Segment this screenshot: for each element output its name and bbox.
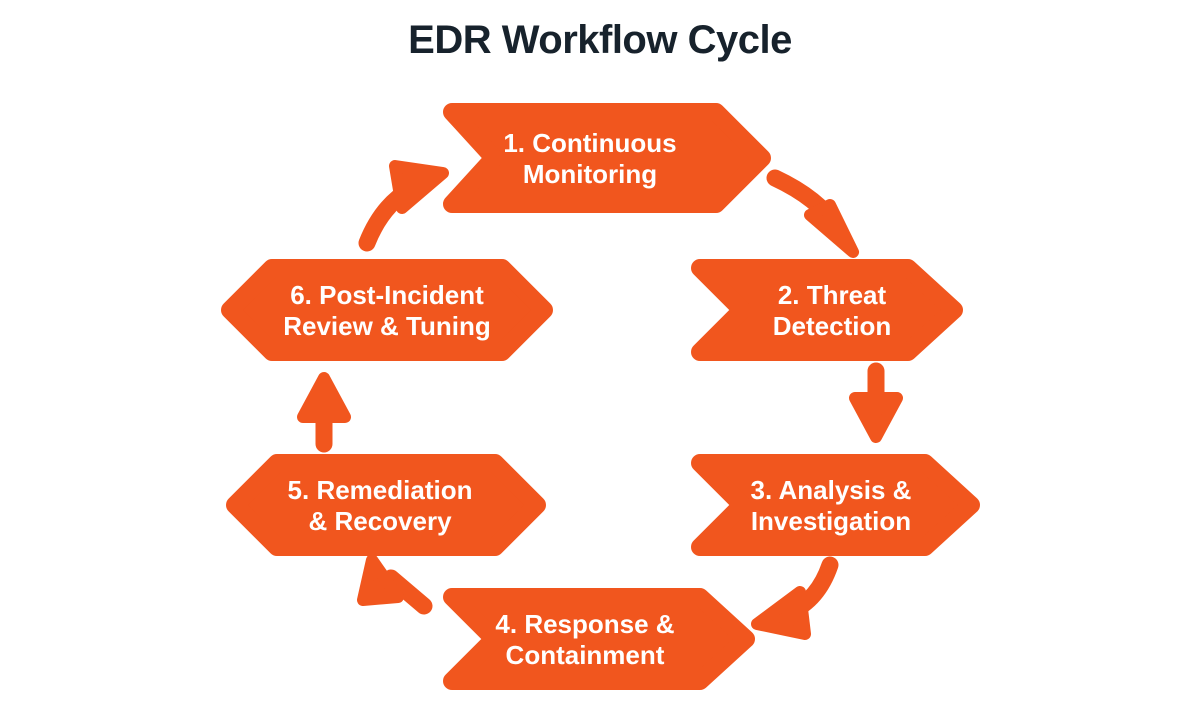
step-2-shape[interactable]	[691, 259, 963, 361]
step-3-shape[interactable]	[691, 454, 980, 556]
step-5-shape[interactable]	[226, 454, 546, 556]
arrow-4-to-5	[357, 554, 433, 615]
arrow-5-to-6	[297, 372, 351, 453]
arrow-1-to-2	[766, 169, 859, 258]
arrow-3-to-4	[751, 556, 839, 640]
arrow-2-to-3	[849, 362, 903, 443]
step-1-shape[interactable]	[443, 103, 771, 213]
arrow-6-to-1	[358, 160, 449, 252]
step-4-shape[interactable]	[443, 588, 755, 690]
page-title: EDR Workflow Cycle	[408, 18, 792, 62]
step-6-shape[interactable]	[221, 259, 553, 361]
